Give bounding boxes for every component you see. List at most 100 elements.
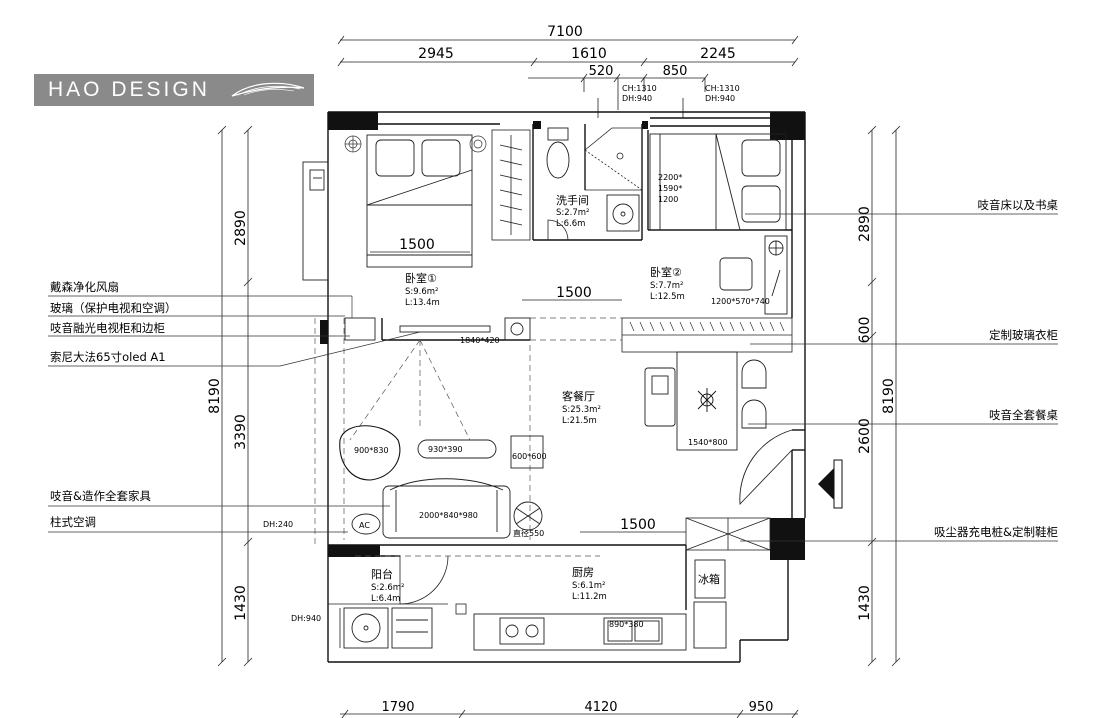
wall-columns — [320, 112, 805, 560]
kitchen-name: 厨房 — [572, 566, 594, 579]
living-area: S:25.3m² — [562, 405, 601, 415]
right-note-2: 定制玻璃衣柜 — [989, 328, 1058, 342]
kitchen-counter — [473, 613, 687, 651]
washer-icon — [343, 607, 433, 649]
dining-size: 1540*800 — [688, 438, 728, 447]
sink-size: 890*380 — [609, 620, 644, 629]
dim-top-total: 7100 — [547, 24, 583, 40]
tv-size: 1840*420 — [460, 336, 500, 345]
right-dimensions — [867, 125, 901, 667]
bedroom2-area: S:7.7m² — [650, 281, 683, 291]
bed2-size-line3: 1200 — [658, 195, 678, 204]
living-name: 客餐厅 — [562, 389, 595, 403]
balcony-name: 阳台 — [371, 567, 393, 581]
balcony-area: S:2.6m² — [371, 583, 404, 593]
bottom-dimensions — [340, 709, 799, 718]
bathroom-perimeter: L:6.6m — [556, 219, 585, 229]
bed1-width: 1500 — [399, 237, 435, 253]
right-leader-lines — [740, 213, 1058, 542]
window-note-1-dh: DH:940 — [622, 94, 652, 103]
balcony-lines — [328, 603, 467, 648]
bed-2 — [649, 133, 787, 231]
passage1-width: 1500 — [556, 285, 592, 301]
armchair — [339, 425, 401, 481]
brand-logo: HAO DESIGN — [34, 74, 314, 106]
dining-table — [644, 351, 767, 451]
dim-top-sub-1: 520 — [589, 64, 614, 79]
balcony-window-bay — [302, 161, 329, 281]
living-perimeter: L:21.5m — [562, 416, 597, 426]
dim-bottom-2: 4120 — [584, 700, 617, 715]
window-note-1-ch: CH:1310 — [622, 84, 657, 93]
desk-size: 1200*570*740 — [711, 297, 770, 306]
round-rug — [513, 501, 543, 531]
bedroom2-perimeter: L:12.5m — [650, 292, 685, 302]
fridge-label: 冰箱 — [698, 572, 720, 586]
dim-right-total: 8190 — [881, 378, 897, 414]
dim-top-3: 2245 — [700, 46, 736, 62]
dim-left-total: 8190 — [207, 378, 223, 414]
left-note-5: 吱音&造作全套家具 — [50, 489, 151, 503]
wardrobe-hangers — [629, 321, 785, 332]
desk-icon — [719, 235, 788, 315]
dashed-partitions — [314, 317, 622, 557]
fan-icon — [344, 135, 487, 153]
dim-bottom-1: 1790 — [381, 700, 414, 715]
walls — [327, 111, 806, 663]
left-note-1: 戴森净化风扇 — [50, 280, 119, 294]
toilet-icon — [546, 127, 570, 179]
air-conditioner — [351, 513, 381, 535]
bathroom-name: 洗手间 — [556, 193, 589, 207]
balcony-perimeter: L:6.4m — [371, 594, 400, 604]
coffee-table — [417, 439, 497, 459]
table-size: 930*390 — [428, 445, 463, 454]
dim-top-2: 1610 — [571, 46, 607, 62]
rug-size: 直径550 — [513, 528, 544, 538]
bedroom2-name: 卧室② — [650, 265, 682, 279]
leaf-logo-icon — [231, 82, 305, 97]
dim-left-2: 3390 — [233, 414, 249, 450]
dim-right-2: 600 — [857, 317, 873, 344]
ac-dh: DH:240 — [263, 520, 293, 529]
kitchen-area: S:6.1m² — [572, 581, 605, 591]
left-note-6: 柱式空调 — [50, 515, 96, 529]
glass-wardrobe — [621, 317, 793, 353]
bedroom1-perimeter: L:13.4m — [405, 298, 440, 308]
ac-label: AC — [359, 521, 370, 530]
side-table — [510, 435, 544, 469]
dim-top-1: 2945 — [418, 46, 454, 62]
left-note-3: 吱音融光电视柜和边柜 — [50, 321, 165, 335]
dim-right-4: 1430 — [857, 585, 873, 621]
shower-area — [584, 127, 643, 191]
side-size: 600*600 — [512, 452, 547, 461]
right-note-3: 吱音全套餐桌 — [989, 408, 1058, 422]
bed2-size-line2: 1590* — [658, 184, 682, 193]
fridge-box — [693, 559, 727, 649]
window-note-2-dh: DH:940 — [705, 94, 735, 103]
left-note-4: 索尼大法65寸oled A1 — [50, 350, 166, 364]
chair-size: 900*830 — [354, 446, 389, 455]
bath-door — [547, 219, 569, 241]
dim-top-sub-2: 850 — [663, 64, 688, 79]
bedroom1-area: S:9.6m² — [405, 287, 438, 297]
right-note-1: 吱音床以及书桌 — [978, 198, 1059, 212]
dim-left-1: 2890 — [233, 210, 249, 246]
shoe-cabinet — [685, 517, 771, 551]
top-dimensions — [337, 35, 799, 118]
passage2-width: 1500 — [620, 517, 656, 533]
left-note-2: 玻璃（保护电视和空调） — [50, 301, 177, 315]
kitchen-perimeter: L:11.2m — [572, 592, 607, 602]
sofa — [382, 478, 511, 539]
bed-1 — [366, 134, 473, 268]
bed2-size-line1: 2200* — [658, 173, 682, 182]
tv-cabinet — [344, 317, 531, 341]
sofa-size: 2000*840*980 — [419, 511, 478, 520]
brand-name: HAO DESIGN — [48, 78, 210, 101]
dim-bottom-3: 950 — [749, 700, 774, 715]
bedroom1-name: 卧室① — [405, 271, 437, 285]
dim-right-3: 2600 — [857, 418, 873, 454]
balcony-door — [399, 555, 449, 605]
bathroom-area: S:2.7m² — [556, 208, 589, 218]
left-dimensions — [217, 125, 253, 667]
